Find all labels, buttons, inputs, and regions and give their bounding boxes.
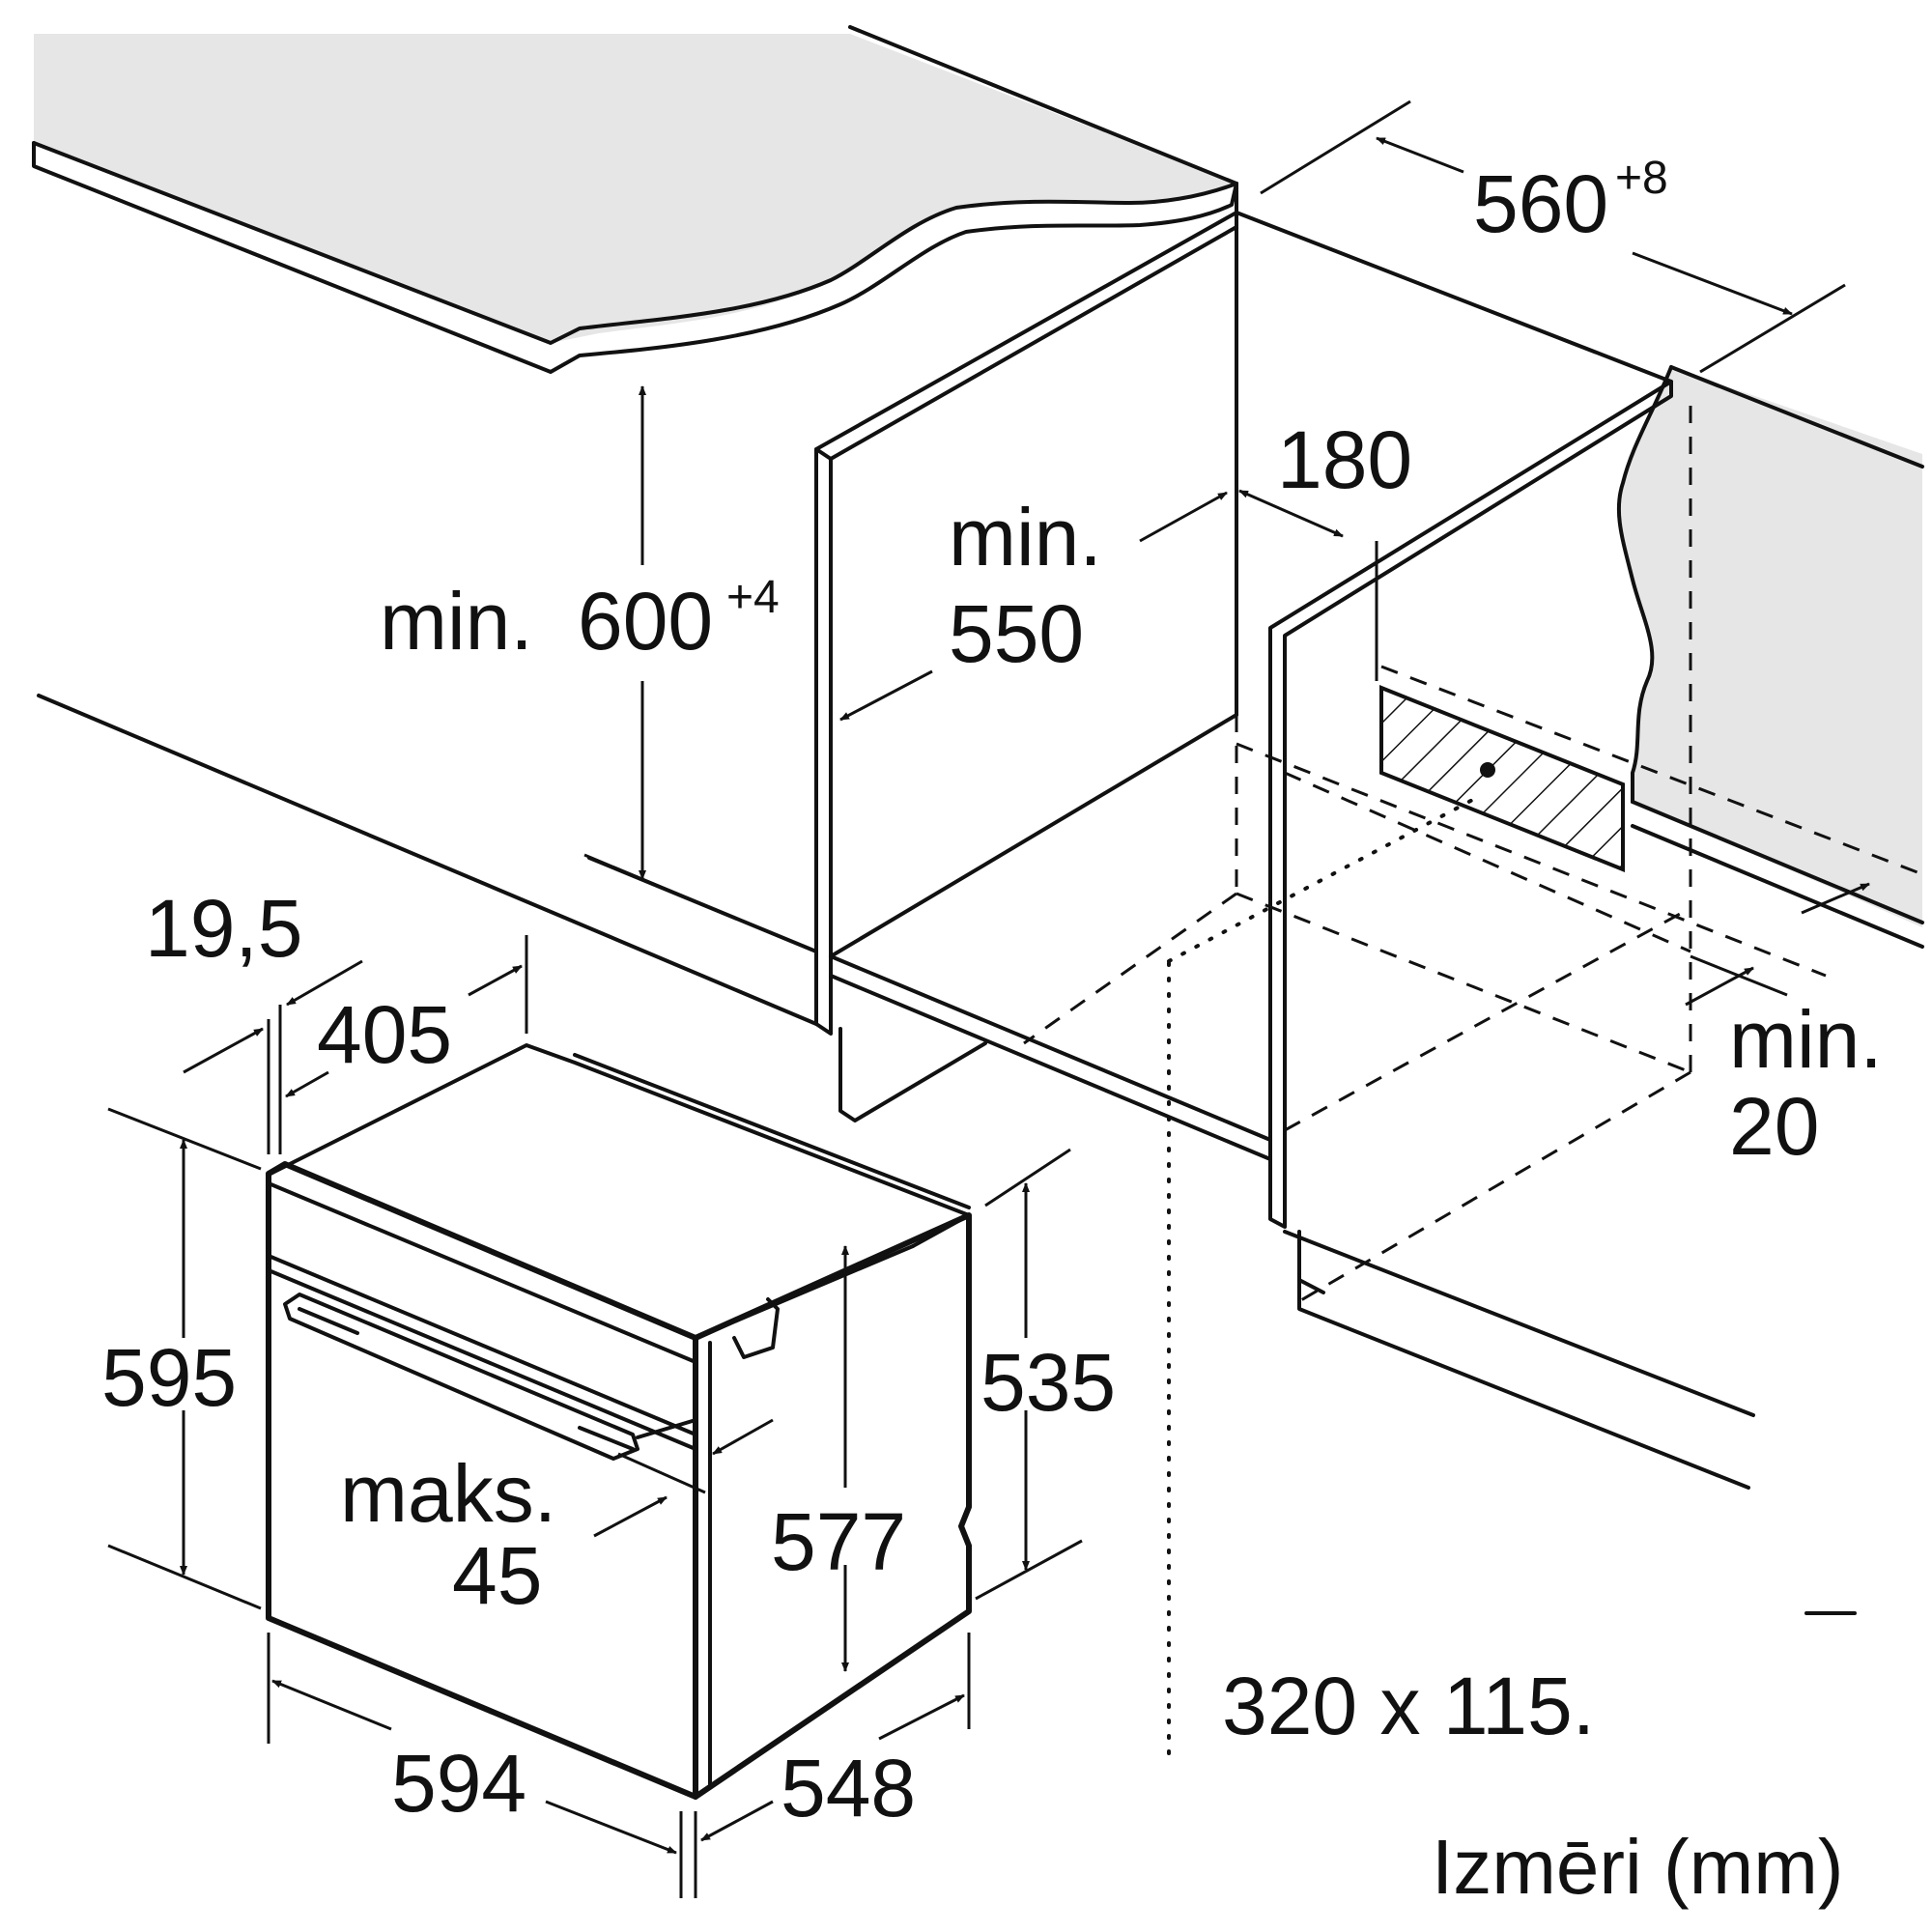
vent-opening: [1379, 685, 1625, 872]
min-gap-label: min.: [1729, 994, 1883, 1085]
oven-height-value: 595: [101, 1332, 237, 1423]
min-height-prefix: min.: [380, 576, 533, 667]
oven: [266, 1043, 972, 1800]
max-value: 45: [452, 1530, 542, 1621]
countertop-left: [32, 25, 1238, 374]
dimension-lines: [107, 99, 1870, 1898]
panel-thickness-value: 19,5: [145, 883, 303, 974]
min-depth-value: 550: [949, 588, 1084, 679]
oven-width-value: 594: [391, 1738, 526, 1829]
max-label: maks.: [340, 1448, 556, 1539]
cabinet-outline: [37, 182, 1923, 1755]
oven-depth-value: 548: [781, 1743, 916, 1833]
min-gap-value: 20: [1729, 1081, 1819, 1172]
min-height-tolerance: +4: [726, 572, 780, 623]
vent-size-value: 320 x 115.: [1222, 1661, 1595, 1751]
min-depth-label: min.: [949, 492, 1102, 582]
front-depth-value: 405: [317, 989, 452, 1080]
body-height-value: 535: [980, 1337, 1116, 1428]
niche-width-tolerance: +8: [1615, 153, 1668, 204]
countertop-right: [1616, 365, 1924, 949]
body-height-inner-value: 577: [771, 1496, 906, 1587]
min-height-value: 600: [578, 576, 713, 667]
niche-width-value: 560: [1473, 158, 1608, 249]
units-caption: Izmēri (mm): [1432, 1824, 1844, 1910]
vent-offset-value: 180: [1277, 414, 1412, 505]
dimension-labels: 560 +8 min. 600 +4 min. 550 180 min. 20 …: [101, 153, 1883, 1910]
